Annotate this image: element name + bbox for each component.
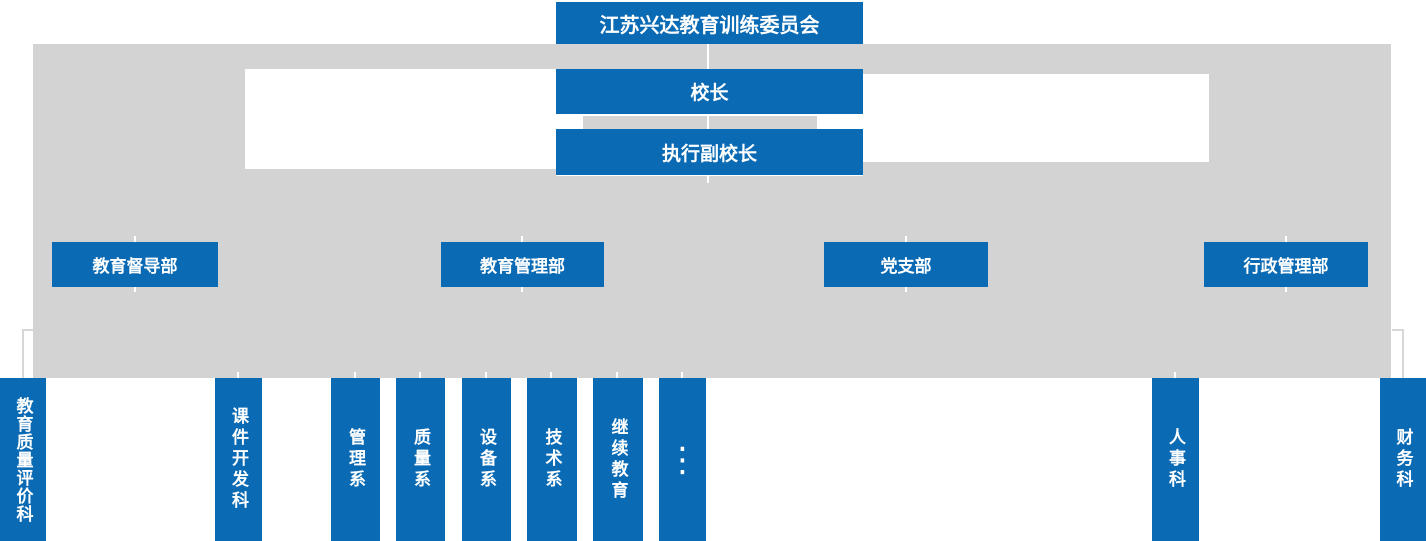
node-label: 教育督导部 <box>92 257 178 276</box>
node-label: 校长 <box>690 83 729 104</box>
connector-tick <box>707 175 709 183</box>
node-label: 继续教育 <box>608 417 628 502</box>
node-education-management-dept: 教育管理部 <box>441 242 604 287</box>
node-label: 管理系 <box>346 428 365 491</box>
node-quality-faculty: 质量系 <box>396 378 445 541</box>
connector-line <box>1402 329 1404 378</box>
connector-tick <box>521 236 523 242</box>
node-continuing-education: 继续教育 <box>593 378 643 541</box>
connector-tick <box>707 114 709 129</box>
connector-tick <box>134 236 136 242</box>
node-label: 执行副校长 <box>661 143 757 165</box>
node-label: 财务科 <box>1393 428 1413 491</box>
white-panel-right <box>863 74 1209 162</box>
connector-tick <box>681 372 683 378</box>
node-administrative-management-dept: 行政管理部 <box>1204 242 1368 287</box>
node-label: 设备系 <box>477 428 496 491</box>
connector-tick <box>521 287 523 292</box>
connector-tick <box>616 372 618 378</box>
node-finance-section: 财务科 <box>1380 378 1426 541</box>
node-committee: 江苏兴达教育训练委员会 <box>556 2 863 44</box>
connector-tick <box>354 372 356 378</box>
connector-line <box>22 329 33 331</box>
node-party-branch: 党支部 <box>824 242 988 287</box>
white-panel-left <box>245 69 556 169</box>
node-ellipsis-more-sections: ⋮ <box>659 378 706 541</box>
connector-tick <box>237 372 239 378</box>
connector-tick <box>134 287 136 292</box>
connector-tick <box>905 236 907 242</box>
node-label: 党支部 <box>880 257 932 276</box>
node-education-quality-evaluation-section: 教育质量评价科 <box>0 378 46 541</box>
node-equipment-faculty: 设备系 <box>462 378 511 541</box>
connector-tick <box>1285 287 1287 292</box>
node-principal: 校长 <box>556 69 863 114</box>
connector-tick <box>550 372 552 378</box>
connector-band <box>583 116 817 129</box>
node-technology-faculty: 技术系 <box>527 378 577 541</box>
node-label: 质量系 <box>411 428 430 491</box>
node-management-faculty: 管理系 <box>331 378 380 541</box>
connector-tick <box>905 287 907 292</box>
node-label: 技术系 <box>542 428 562 491</box>
node-label: 教育管理部 <box>480 257 565 276</box>
node-label: 江苏兴达教育训练委员会 <box>599 14 820 37</box>
vertical-ellipsis-icon: ⋮ <box>665 440 700 479</box>
node-courseware-development-section: 课件开发科 <box>215 378 262 541</box>
node-executive-vice-principal: 执行副校长 <box>556 129 863 175</box>
connector-tick <box>1285 236 1287 242</box>
connector-line <box>22 329 24 378</box>
connector-tick <box>1174 372 1176 378</box>
node-label: 行政管理部 <box>1243 257 1329 276</box>
connector-tick <box>485 372 487 378</box>
connector-line <box>1392 329 1404 331</box>
connector-tick <box>419 372 421 378</box>
node-label: 课件开发科 <box>229 407 248 512</box>
node-label: 教育质量评价科 <box>13 396 33 523</box>
node-education-supervision-dept: 教育督导部 <box>52 242 218 287</box>
node-label: 人事科 <box>1166 428 1185 491</box>
connector-tick <box>707 44 709 69</box>
node-personnel-section: 人事科 <box>1152 378 1199 541</box>
